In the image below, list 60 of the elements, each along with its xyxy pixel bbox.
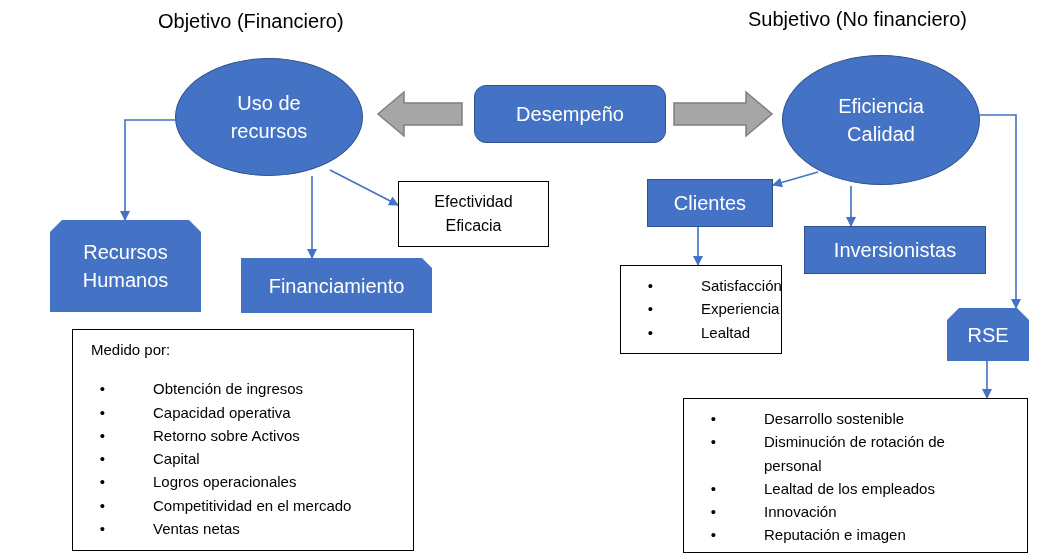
bullet-list-box [683, 398, 1028, 553]
process-box [647, 179, 773, 227]
process-box [804, 226, 986, 274]
node-label: Financiamiento [268, 273, 405, 299]
bullet-mark: • [710, 478, 716, 499]
node-label: Efectividad Eficacia [433, 192, 514, 236]
list-item: Ventas netas [153, 518, 241, 539]
block-arrow [376, 90, 463, 138]
arrow [120, 119, 176, 221]
bullet-mark: • [710, 409, 716, 429]
bullet-mark: • [99, 472, 105, 493]
arrow [693, 226, 703, 266]
list-item: Retorno sobre Activos [153, 425, 301, 446]
bullet-mark: • [99, 425, 105, 446]
snipped-box [50, 220, 201, 312]
bullet-mark: • [99, 518, 105, 539]
heading-text: Medido por: [90, 340, 172, 360]
arrow [846, 185, 856, 227]
bullet-mark: • [99, 449, 105, 469]
list-item: Capital [153, 449, 201, 469]
list-item: Desarrollo sostenible [764, 409, 906, 429]
node-label: Recursos Humanos [81, 240, 170, 293]
node-label: Inversionistas [833, 238, 957, 263]
list-item: Lealtad [701, 322, 752, 343]
bullet-mark: • [647, 276, 653, 296]
list-item: Experiencia [701, 299, 780, 320]
list-item: Capacidad operativa [153, 402, 292, 423]
bullet-list-box [72, 329, 414, 551]
bullet-mark: • [99, 495, 105, 516]
snipped-box [241, 258, 432, 313]
bullet-mark: • [647, 322, 653, 343]
list-item: Satisfacción [701, 276, 782, 296]
arrow [329, 169, 399, 206]
bullet-mark: • [99, 379, 105, 400]
list-item: Logros operacionales [153, 472, 298, 493]
list-item: Obtención de ingresos [153, 379, 305, 400]
snipped-box [947, 308, 1029, 361]
node-label: RSE [967, 322, 1009, 348]
text-box [398, 181, 549, 247]
arrow [982, 360, 992, 399]
arrow [979, 114, 1021, 309]
arrow [772, 171, 819, 188]
process-box [474, 85, 666, 143]
bullet-mark: • [647, 299, 653, 320]
node-label: Uso de recursos [229, 91, 309, 144]
bullet-mark: • [99, 402, 105, 423]
bullet-list-box [620, 265, 782, 354]
node-label: Desempeño [516, 102, 624, 127]
block-arrow [673, 90, 774, 138]
list-item: Reputación e imagen [764, 525, 907, 546]
bullet-mark: • [710, 502, 716, 522]
bullet-mark: • [710, 525, 716, 546]
node-label: Clientes [673, 191, 747, 216]
node-label: Eficiencia Calidad [837, 94, 925, 147]
bullet-mark: • [710, 432, 716, 453]
arrow [307, 175, 317, 259]
list-item: Lealtad de los empleados [764, 478, 936, 499]
list-item: Innovación [764, 502, 838, 522]
list-item: Competitividad en el mercado [153, 495, 353, 516]
list-item: Disminución de rotación de personal [764, 432, 946, 476]
